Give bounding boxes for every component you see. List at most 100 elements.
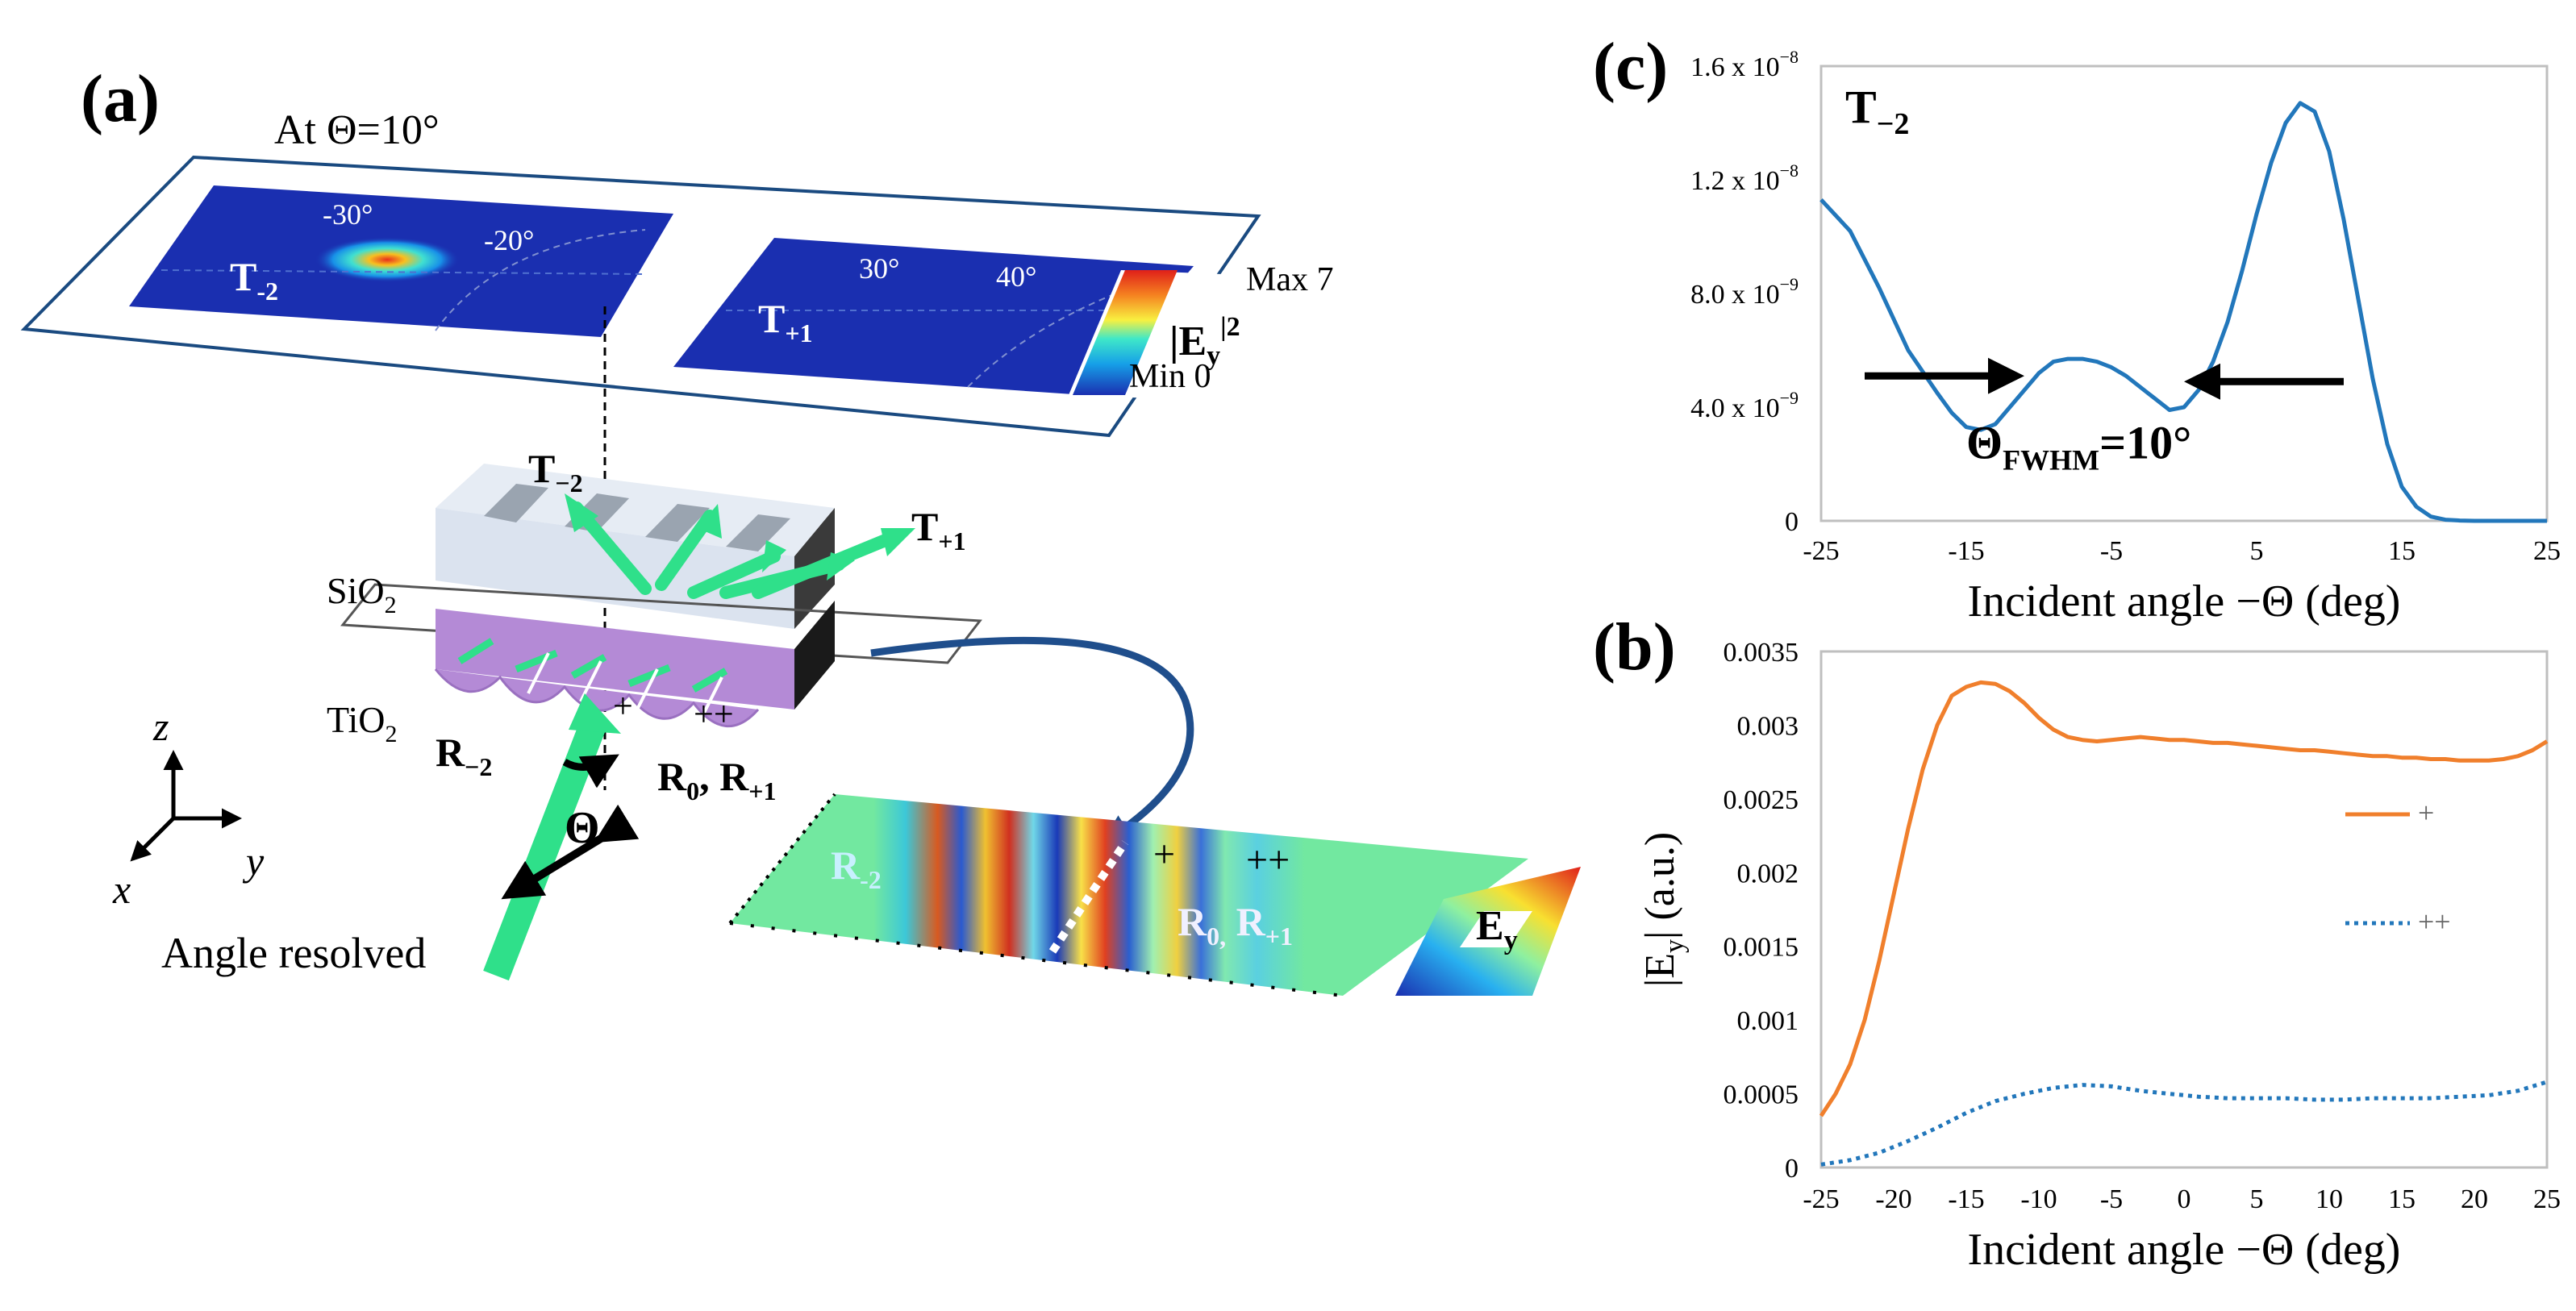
sio2-front-face <box>436 508 794 629</box>
chart-b-xtick-label: -10 <box>2020 1184 2057 1214</box>
beam-t-plus1-label: T+1 <box>911 504 966 556</box>
internal-white-lines <box>527 652 723 718</box>
chart-b: 0 0.0005 0.001 0.0015 0.002 0.0025 0.003 0.0035… <box>1637 638 2561 1275</box>
chart-b-ytick-label: 0.0025 <box>1724 785 1799 815</box>
theta-arc-arrow <box>562 754 619 789</box>
chart-b-ytick-label: 0 <box>1785 1154 1799 1184</box>
coordinate-axes <box>130 750 242 862</box>
grating-ridge-3 <box>645 504 710 542</box>
ey-colorbar-label: Ey <box>1476 903 1518 955</box>
field-title: At Θ=10° <box>274 107 440 153</box>
chart-c-xtick-label: 25 <box>2533 536 2561 566</box>
ey-map-r-minus2-label: R-2 <box>831 843 882 894</box>
angle-label-m20: -20° <box>484 224 534 256</box>
ey-map-r0-r1-label: R0, R+1 <box>1178 899 1293 951</box>
angle-label-40: 40° <box>996 260 1036 293</box>
t-minus2-map-label: T-2 <box>230 254 278 306</box>
chart-b-ytick-label: 0.0035 <box>1724 638 1799 668</box>
chart-c-xtick-label: -15 <box>1948 536 1984 566</box>
chart-b-xtick-label: 5 <box>2250 1184 2264 1214</box>
chart-c: 0 4.0 x 10−9 8.0 x 10−9 1.2 x 10−8 1.6 x 10−… <box>1690 47 2561 626</box>
chart-b-xtick-label: 15 <box>2388 1184 2416 1214</box>
chart-b-xtick-label: -5 <box>2100 1184 2123 1214</box>
chart-c-ytick-label: 0 <box>1785 507 1799 537</box>
panel-a-label: (a) <box>81 61 160 136</box>
connector-arrow <box>870 636 1194 843</box>
chart-b-plot-area <box>1819 650 2549 1169</box>
colorbar-field-intensity <box>1073 270 1178 395</box>
device: SiO2 TiO2 T−2 T+1 R−2 R0, R+1 + ++ <box>327 446 982 805</box>
chart-c-fwhm-label: ΘFWHM=10° <box>1966 416 2191 476</box>
chart-c-ytick-label: 1.6 x 10−8 <box>1690 47 1799 82</box>
angle-double-arrow <box>501 804 640 900</box>
chart-c-series-line <box>1819 101 2547 523</box>
ey-field-map <box>730 794 1528 996</box>
chart-b-legend-label-1: + <box>2418 797 2434 829</box>
r0-r1-label: R0, R+1 <box>657 754 776 805</box>
chart-c-annotation: T−2 <box>1845 81 1909 141</box>
chart-b-xtick-label: 10 <box>2315 1184 2343 1214</box>
beam-t-minus2-label: T−2 <box>528 446 583 497</box>
angle-label-m30: -30° <box>323 198 373 231</box>
chart-c-xtick-label: 5 <box>2250 536 2264 566</box>
chart-b-series-line-1 <box>1819 680 2549 1117</box>
tio2-label: TiO2 <box>327 699 397 747</box>
ey-map-left-ticks <box>728 793 836 925</box>
chart-c-ytick-label: 8.0 x 10−9 <box>1690 274 1799 310</box>
chart-c-xaxis-label: Incident angle −Θ (deg) <box>1968 576 2401 626</box>
t-minus2-hotspot <box>315 237 460 282</box>
chart-b-xtick-label: 20 <box>2461 1184 2488 1214</box>
chart-c-ytick-label: 1.2 x 10−8 <box>1690 160 1799 196</box>
incident-beam-head <box>569 693 621 734</box>
chart-c-xtick-label: -25 <box>1803 536 1839 566</box>
chart-b-ytick-label: 0.002 <box>1737 859 1799 889</box>
chart-b-xtick-label: -25 <box>1803 1184 1839 1214</box>
panel-a: (a) At Θ=10° -30° -20° T-2 30° 40° T+1 M… <box>20 61 1581 997</box>
chart-c-ytick-label: 4.0 x 10−9 <box>1690 388 1799 423</box>
t-plus1-map-label: T+1 <box>758 296 813 348</box>
colorbar-quantity: |Ey|2 <box>1169 312 1240 371</box>
chart-b-series-line-2 <box>1820 1080 2548 1167</box>
y-axis-label: y <box>242 839 265 884</box>
t-minus2-grid-arc <box>435 229 646 331</box>
chart-b-ytick-label: 0.003 <box>1737 711 1799 741</box>
colorbar-min: Min 0 <box>1129 358 1211 395</box>
angle-label-30: 30° <box>859 252 899 285</box>
angle-resolved-label: Angle resolved <box>161 929 426 977</box>
panel-b-label: (b) <box>1593 610 1676 685</box>
chart-c-xtick-label: -5 <box>2100 536 2123 566</box>
t-minus2-grid-line <box>160 269 646 275</box>
tio2-side <box>794 601 835 710</box>
z-axis-label: z <box>152 704 169 749</box>
plus-marker: + <box>613 686 633 726</box>
chart-b-xaxis-label: Incident angle −Θ (deg) <box>1968 1225 2401 1275</box>
ey-map-plus: + <box>1153 833 1175 876</box>
t-plus1-grid-arc <box>967 281 1146 388</box>
chart-b-ytick-label: 0.001 <box>1737 1006 1799 1036</box>
chart-b-xtick-label: 25 <box>2533 1184 2561 1214</box>
plusplus-marker: ++ <box>694 694 734 734</box>
panel-c-label: (c) <box>1593 29 1668 104</box>
transmitted-beam-heads <box>565 493 915 581</box>
chart-b-xtick-label: -20 <box>1875 1184 1911 1214</box>
chart-b-ytick-label: 0.0015 <box>1724 933 1799 963</box>
chart-c-xtick-label: 15 <box>2388 536 2416 566</box>
ey-colorbar-mask <box>1460 911 1532 947</box>
r-minus2-label: R−2 <box>436 730 492 781</box>
internal-reflections <box>457 638 728 693</box>
x-axis-label: x <box>112 867 131 912</box>
chart-c-plot-area <box>1819 65 2549 522</box>
ey-map-plusplus: ++ <box>1246 839 1290 881</box>
chart-b-ytick-label: 0.0005 <box>1724 1080 1799 1110</box>
chart-b-xtick-label: -15 <box>1948 1184 1984 1214</box>
sio2-label: SiO2 <box>327 570 397 618</box>
chart-b-xtick-label: 0 <box>2178 1184 2191 1214</box>
chart-b-yaxis-label: |Ey| (a.u.) <box>1637 832 1690 987</box>
theta-label: Θ <box>565 803 600 853</box>
x-axis-arrow <box>130 817 175 862</box>
ey-map-interface-line <box>1048 840 1129 954</box>
grating-ridge-1 <box>484 484 548 522</box>
grating-ridge-4 <box>726 514 790 551</box>
chart-b-legend-label-2: ++ <box>2418 905 2451 938</box>
